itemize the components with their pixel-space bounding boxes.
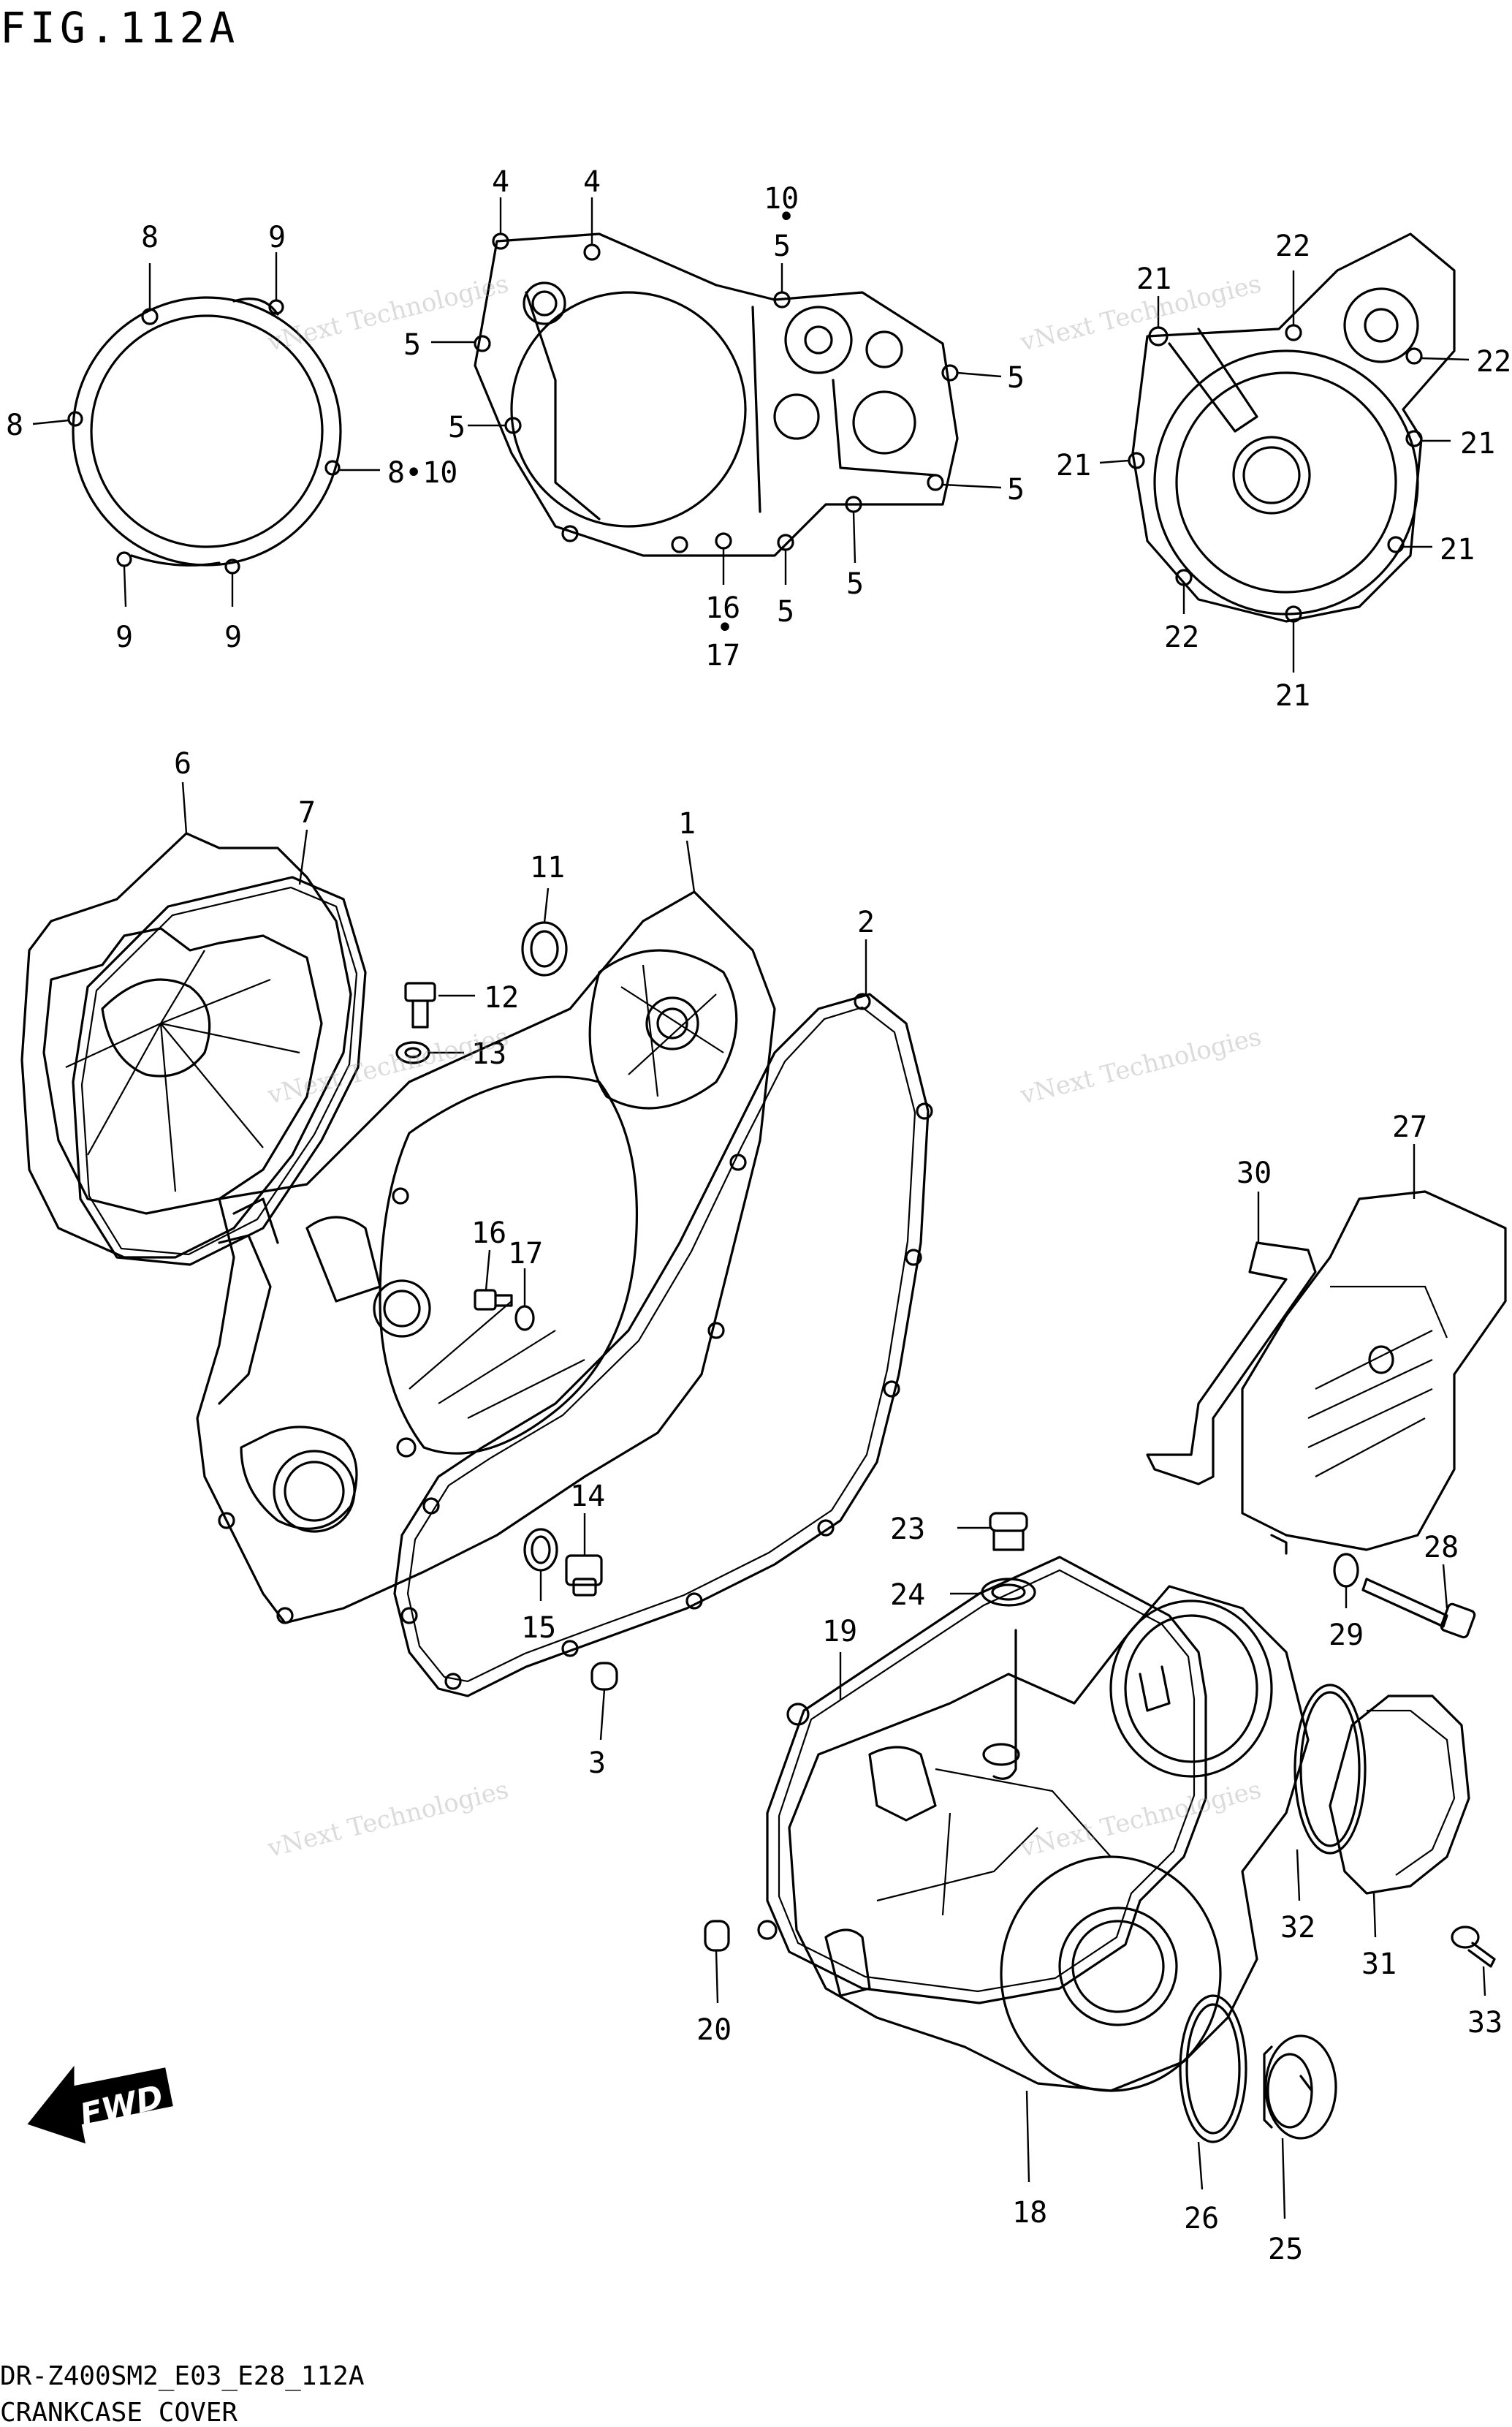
callout-17: 17 <box>508 1237 543 1271</box>
dowel-pin-part-20 <box>704 1920 730 1952</box>
bolt-part-12 <box>404 982 436 1029</box>
callout-9: 9 <box>115 621 133 654</box>
callout-25: 25 <box>1268 2233 1303 2266</box>
callout-27: 27 <box>1392 1110 1427 1144</box>
callout-6: 6 <box>174 747 191 781</box>
figure-title: FIG.112A <box>0 3 239 53</box>
watermark-text: vNext Technologies <box>1017 1775 1264 1863</box>
callout-5: 5 <box>773 230 791 263</box>
plug-part-14 <box>565 1554 603 1597</box>
bolt-part-16 <box>474 1289 513 1311</box>
callout-2: 2 <box>857 906 875 939</box>
callout-8-10: 8•10 <box>387 456 457 490</box>
callout-7: 7 <box>298 796 316 830</box>
callout-4: 4 <box>583 165 601 199</box>
callout-5: 5 <box>448 411 466 444</box>
callout-5: 5 <box>403 328 421 362</box>
callout-32: 32 <box>1280 1911 1315 1945</box>
bolt-part-28 <box>1361 1578 1476 1639</box>
diagram-caption: CRANKCASE COVER <box>0 2398 238 2427</box>
callout-22: 22 <box>1275 230 1310 263</box>
callout-9: 9 <box>224 621 242 654</box>
crankcase-cover-part-1 <box>196 890 776 1624</box>
callout-21: 21 <box>1440 533 1475 567</box>
callout-22: 22 <box>1476 345 1511 379</box>
callout-21: 21 <box>1460 427 1495 461</box>
callout-5: 5 <box>777 595 794 629</box>
callout-11: 11 <box>530 851 565 885</box>
callout-10: 10 <box>764 182 799 216</box>
magneto-cover-gasket-part-19 <box>757 1556 1207 2004</box>
magneto-cover-top-view <box>1128 232 1456 623</box>
callout-29: 29 <box>1329 1618 1364 1652</box>
callout-5: 5 <box>1007 361 1025 395</box>
plug-part-23 <box>989 1512 1028 1551</box>
washer-part-17 <box>514 1305 535 1331</box>
bracket-part-30 <box>1146 1241 1317 1485</box>
dowel-pin-part-3 <box>590 1662 618 1691</box>
callout-22: 22 <box>1164 621 1199 654</box>
callout-26: 26 <box>1184 2202 1219 2235</box>
callout-31: 31 <box>1361 1947 1397 1981</box>
callout-12: 12 <box>484 981 519 1015</box>
washer-part-29 <box>1333 1553 1359 1588</box>
callout-5: 5 <box>1007 473 1025 507</box>
callout-4: 4 <box>492 165 509 199</box>
callout-21: 21 <box>1275 679 1310 713</box>
o-ring-part-26 <box>1179 1994 1247 2143</box>
o-ring-part-32 <box>1293 1684 1367 1855</box>
callout-21: 21 <box>1136 262 1171 296</box>
clutch-cover-part-6 <box>20 832 352 1259</box>
plug-part-25 <box>1263 2034 1337 2140</box>
magneto-cover-part-18 <box>788 1585 1310 2092</box>
clutch-cover-gasket-part-7 <box>72 876 367 1266</box>
callout-21: 21 <box>1056 449 1091 482</box>
bullet: • <box>716 611 734 645</box>
o-ring-part-15 <box>523 1528 558 1572</box>
callout-33: 33 <box>1467 2006 1502 2040</box>
callout-5: 5 <box>846 567 864 601</box>
leader-lines <box>32 197 1486 2219</box>
fwd-arrow-icon: FWD <box>27 2065 173 2144</box>
clutch-cover-inner-view <box>67 296 342 575</box>
crankcase-cover-top-view <box>474 232 959 557</box>
watermark-text: vNext Technologies <box>265 1775 512 1863</box>
callout-14: 14 <box>570 1480 605 1513</box>
washer-part-13 <box>395 1041 430 1064</box>
callout-8: 8 <box>141 221 159 254</box>
callout-9: 9 <box>268 221 286 254</box>
callout-1: 1 <box>678 807 696 841</box>
oil-seal-part-11 <box>521 921 568 977</box>
callout-16: 16 <box>705 591 740 625</box>
callout-8: 8 <box>6 409 23 442</box>
callout-13: 13 <box>471 1037 506 1071</box>
cap-part-31 <box>1329 1695 1470 1895</box>
crankcase-cover-gasket-part-2 <box>393 993 933 1697</box>
callout-3: 3 <box>588 1746 606 1780</box>
callout-15: 15 <box>521 1611 556 1645</box>
callout-20: 20 <box>696 2013 732 2047</box>
cover-plate-part-27 <box>1241 1190 1507 1555</box>
model-code: DR-Z400SM2_E03_E28_112A <box>0 2361 365 2391</box>
bolt-part-33 <box>1451 1926 1496 1968</box>
o-ring-part-24 <box>981 1578 1036 1607</box>
callout-23: 23 <box>890 1512 925 1546</box>
callout-24: 24 <box>890 1578 925 1612</box>
watermark-text: vNext Technologies <box>1017 1022 1264 1110</box>
callout-17: 17 <box>705 639 740 673</box>
bullet: • <box>778 200 795 234</box>
callout-labels: 8 9 8 8•10 9 9 4 4 10 • 5 5 5 5 5 5 5 16… <box>6 165 1511 2266</box>
callout-28: 28 <box>1424 1531 1459 1564</box>
callout-16: 16 <box>471 1216 506 1250</box>
callout-19: 19 <box>822 1615 857 1648</box>
callout-18: 18 <box>1012 2196 1047 2230</box>
callout-30: 30 <box>1236 1156 1272 1190</box>
